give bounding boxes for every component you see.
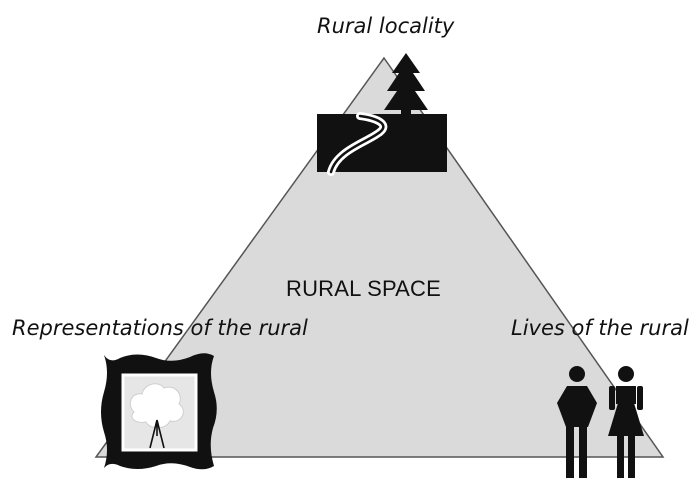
vertex-label-lives: Lives of the rural xyxy=(511,316,689,340)
framed-tree-picture-icon xyxy=(101,353,217,470)
man-woman-icon xyxy=(557,366,644,478)
vertex-label-rural-locality: Rural locality xyxy=(317,14,455,38)
vertex-label-representations: Representations of the rural xyxy=(12,316,308,340)
forest-road-icon xyxy=(317,53,447,176)
rural-space-triangle xyxy=(94,56,665,458)
center-label-rural-space: RURAL SPACE xyxy=(286,276,442,301)
